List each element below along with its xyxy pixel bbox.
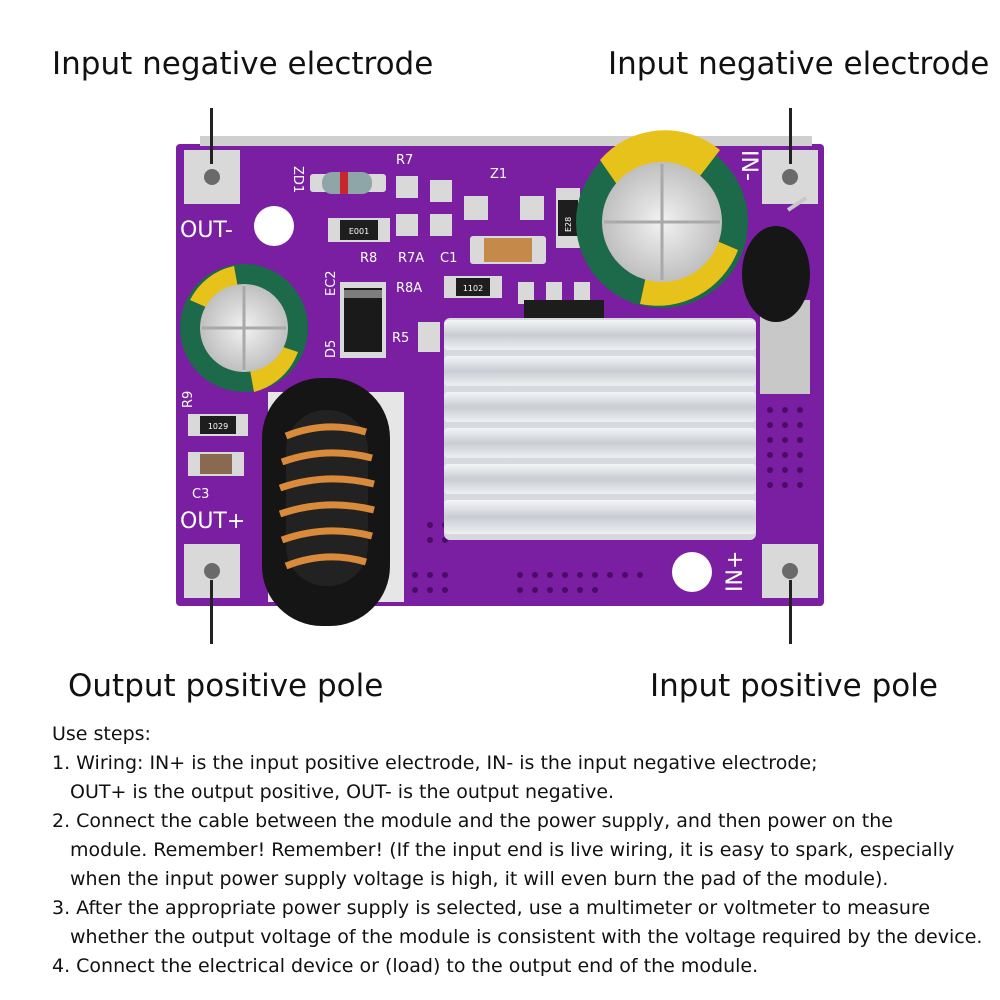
pointer-line-bottom-right <box>789 580 792 644</box>
electrolytic-capacitor-top <box>576 130 748 308</box>
svg-text:1102: 1102 <box>463 284 483 293</box>
silk-r7: R7 <box>396 153 413 168</box>
silk-z1: Z1 <box>490 167 507 182</box>
diode-d5 <box>340 282 386 358</box>
step-2-line-3: when the input power supply voltage is h… <box>70 868 889 890</box>
silk-r8a: R8A <box>396 281 422 296</box>
ic-pins <box>518 282 604 320</box>
pointer-line-top-left <box>210 108 213 164</box>
pointer-line-top-right <box>789 108 792 164</box>
step-1-line-2: OUT+ is the output positive, OUT- is the… <box>70 781 615 803</box>
smd-capacitor-c1 <box>470 236 546 264</box>
svg-text:E28: E28 <box>564 217 573 232</box>
silk-c1: C1 <box>440 251 457 266</box>
silk-r8: R8 <box>360 251 377 266</box>
silk-r9: R9 <box>181 391 196 408</box>
toroid-inductor <box>262 378 404 626</box>
smd-capacitor-c3 <box>188 452 244 476</box>
callout-top-right: Input negative electrode <box>608 46 990 82</box>
silk-d5: D5 <box>324 340 339 358</box>
mounting-hole <box>254 206 294 246</box>
smd-resistor-r9: 1029 <box>188 414 248 436</box>
mounting-hole <box>672 552 712 592</box>
silk-ec2: EC2 <box>324 270 339 296</box>
silk-c3: C3 <box>192 487 209 502</box>
zener-diode-zd1 <box>310 172 386 194</box>
callout-bottom-right: Input positive pole <box>650 668 938 704</box>
smd-resistor-r8a: 1102 <box>444 276 502 298</box>
usage-steps: Use steps: 1. Wiring: IN+ is the input p… <box>52 720 992 981</box>
silk-in-minus: IN- <box>736 150 761 181</box>
via-grid <box>412 407 803 593</box>
svg-text:E001: E001 <box>349 227 369 236</box>
callout-top-left: Input negative electrode <box>52 46 434 82</box>
pointer-line-bottom-left <box>210 580 213 644</box>
callout-bottom-left: Output positive pole <box>68 668 384 704</box>
heatsink <box>444 318 756 540</box>
electrolytic-capacitor-left <box>180 264 308 392</box>
ntc-thermistor <box>742 196 810 394</box>
silk-out-plus: OUT+ <box>180 509 245 534</box>
silk-zd1: ZD1 <box>290 166 305 193</box>
silk-r5: R5 <box>392 331 409 346</box>
steps-heading: Use steps: <box>52 723 151 745</box>
smd-resistor-e28: E28 <box>556 188 580 248</box>
smd-pads <box>396 176 544 352</box>
buck-converter-board: OUT- OUT+ IN- IN+ ZD1 R7 Z1 R8 R7A C1 EC… <box>176 130 824 626</box>
step-4-line-1: 4. Connect the electrical device or (loa… <box>52 955 759 977</box>
silk-out-minus: OUT- <box>180 218 233 243</box>
silk-in-plus: IN+ <box>723 551 748 592</box>
svg-text:1029: 1029 <box>208 422 228 431</box>
step-2-line-2: module. Remember! Remember! (If the inpu… <box>70 839 955 861</box>
smd-resistor-r8: E001 <box>328 218 390 242</box>
step-2-line-1: 2. Connect the cable between the module … <box>52 810 893 832</box>
step-3-line-1: 3. After the appropriate power supply is… <box>52 897 931 919</box>
pcb-back-edge <box>200 136 812 146</box>
step-1-line-1: 1. Wiring: IN+ is the input positive ele… <box>52 752 818 774</box>
silk-r7a: R7A <box>398 251 424 266</box>
step-3-line-2: whether the output voltage of the module… <box>70 926 983 948</box>
